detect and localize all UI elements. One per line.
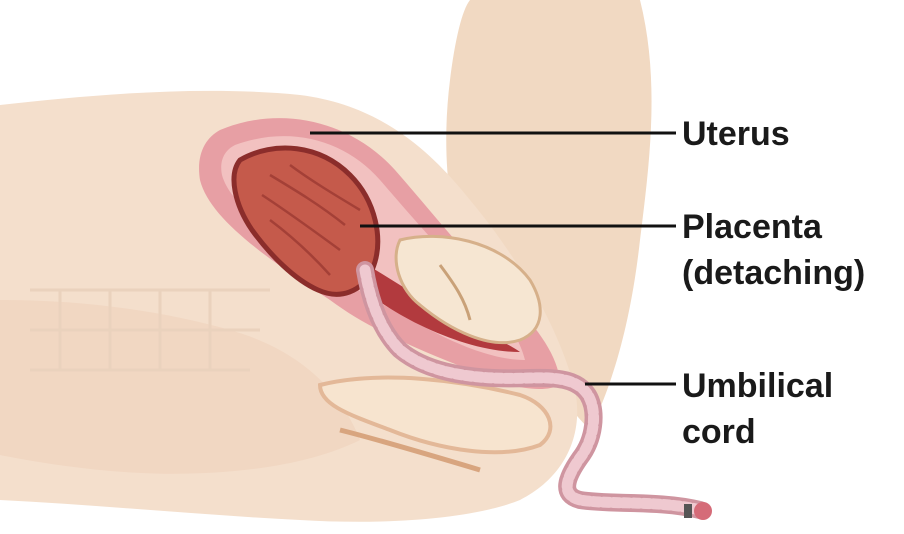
cord-clamp <box>694 502 712 520</box>
cord-clamp-band <box>684 504 692 518</box>
label-uterus: Uterus <box>682 114 790 154</box>
label-placenta-detaching: (detaching) <box>682 253 865 293</box>
label-placenta: Placenta <box>682 207 822 247</box>
label-umbilical: Umbilical <box>682 366 833 406</box>
label-cord: cord <box>682 412 756 452</box>
